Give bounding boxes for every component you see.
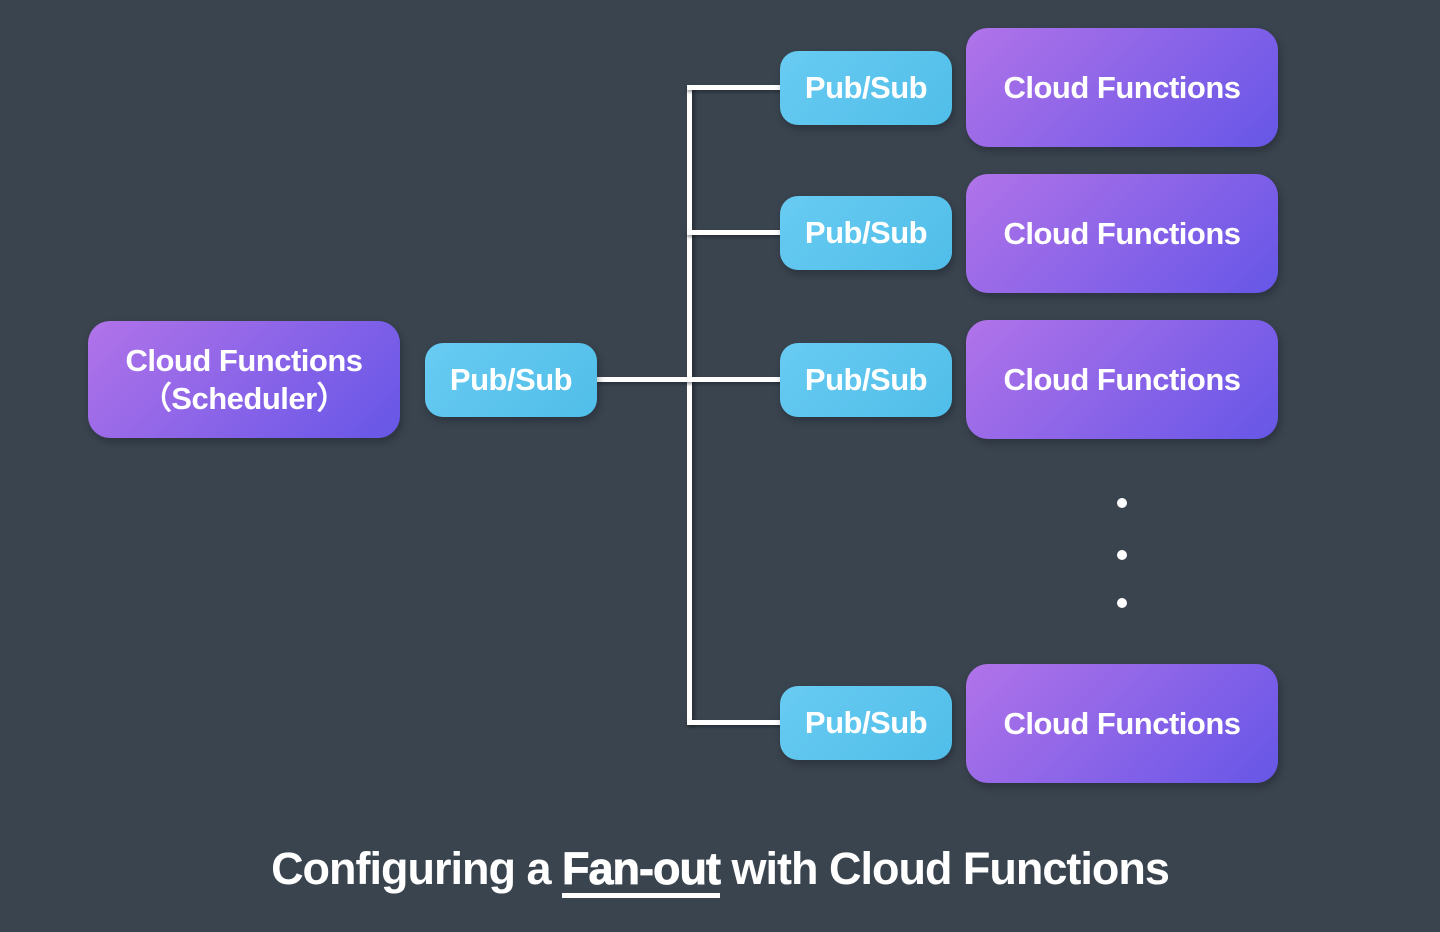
node-cloud-functions-3: Cloud Functions [966,320,1278,439]
node-cloud-functions-4: Cloud Functions [966,664,1278,783]
node-cloud-functions-1: Cloud Functions [966,28,1278,147]
branch-line-2 [687,230,782,235]
scheduler-label-line2: （Scheduler） [140,380,348,416]
node-pubsub-4: Pub/Sub [780,686,952,760]
node-cloud-functions-2: Cloud Functions [966,174,1278,293]
caption-suffix: with Cloud Functions [719,843,1169,894]
trunk-line [687,85,692,725]
branch-line-3 [597,377,782,382]
ellipsis-dot [1117,598,1127,608]
node-cloud-functions-scheduler: Cloud Functions （Scheduler） [88,321,400,438]
caption-highlight: Fan-out [562,843,722,895]
scheduler-label-line1: Cloud Functions [125,342,363,378]
ellipsis-dot [1117,498,1127,508]
branch-line-4 [687,720,782,725]
node-pubsub-1: Pub/Sub [780,51,952,125]
ellipsis-dot [1117,550,1127,560]
caption-prefix: Configuring a [271,843,563,894]
node-pubsub-2: Pub/Sub [780,196,952,270]
node-pubsub-3: Pub/Sub [780,343,952,417]
node-root-pubsub: Pub/Sub [425,343,597,417]
caption: Configuring a Fan-out with Cloud Functio… [0,843,1440,895]
branch-line-1 [687,85,782,90]
